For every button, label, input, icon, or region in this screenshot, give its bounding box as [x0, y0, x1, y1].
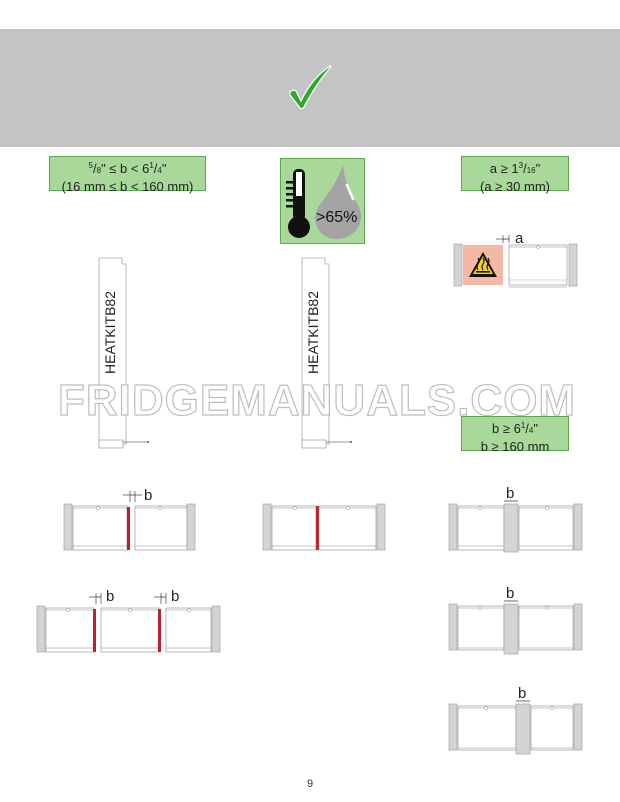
checkmark-icon: [289, 65, 332, 110]
dimension-b-label: b: [506, 585, 514, 602]
two-units-with-heater-middle-diagram: [262, 503, 386, 551]
two-units-with-heater-diagram: b: [63, 487, 196, 551]
gap-b-line2: b ≥ 160 mm: [480, 439, 550, 454]
heatkit-model-label: HEATKITB82: [102, 291, 118, 374]
two-units-wide-gap-diagram-1: b: [448, 485, 583, 553]
two-units-wide-gap-diagram-2: b: [448, 585, 583, 655]
dimension-a-label: a: [515, 230, 524, 247]
gap-condition-line2: (16 mm ≤ b < 160 mm): [61, 179, 194, 194]
gap-b-line1: b ≥ 61/4": [492, 421, 538, 436]
humidity-drop-icon: [315, 165, 361, 239]
page-number: 9: [306, 778, 314, 790]
thermometer-icon: [286, 169, 310, 238]
heatkit-model-label: HEATKITB82: [305, 291, 321, 374]
dimension-b-label: b: [144, 487, 152, 504]
three-units-with-heaters-diagram: b b: [36, 588, 221, 653]
clearance-a-line2: (a ≥ 30 mm): [480, 179, 550, 194]
clearance-a-condition-box: a ≥ 13/16" (a ≥ 30 mm): [461, 156, 569, 194]
dimension-b-label: b: [171, 588, 179, 605]
heatkit-strip-left: HEATKITB82: [98, 257, 149, 449]
two-units-wide-gap-diagram-3: b: [448, 685, 583, 755]
gap-condition-line1: 5/8" ≤ b < 61/4": [88, 161, 167, 176]
thermometer-humidity-icon: [286, 165, 361, 239]
hot-surface-warning-icon: [469, 252, 497, 277]
heatkit-strip-middle: HEATKITB82: [301, 257, 352, 449]
dimension-b-label: b: [518, 685, 526, 702]
gap-condition-box-left: 5/8" ≤ b < 61/4" (16 mm ≤ b < 160 mm): [49, 156, 206, 194]
humidity-label: >65%: [316, 209, 358, 226]
dimension-b-label: b: [506, 485, 514, 502]
hot-surface-clearance-diagram: a: [453, 230, 578, 288]
dimension-b-label: b: [106, 588, 114, 605]
clearance-a-line1: a ≥ 13/16": [489, 161, 541, 176]
gap-b-condition-box: b ≥ 61/4" b ≥ 160 mm: [461, 416, 569, 454]
climate-condition-box: >65%: [280, 158, 365, 244]
